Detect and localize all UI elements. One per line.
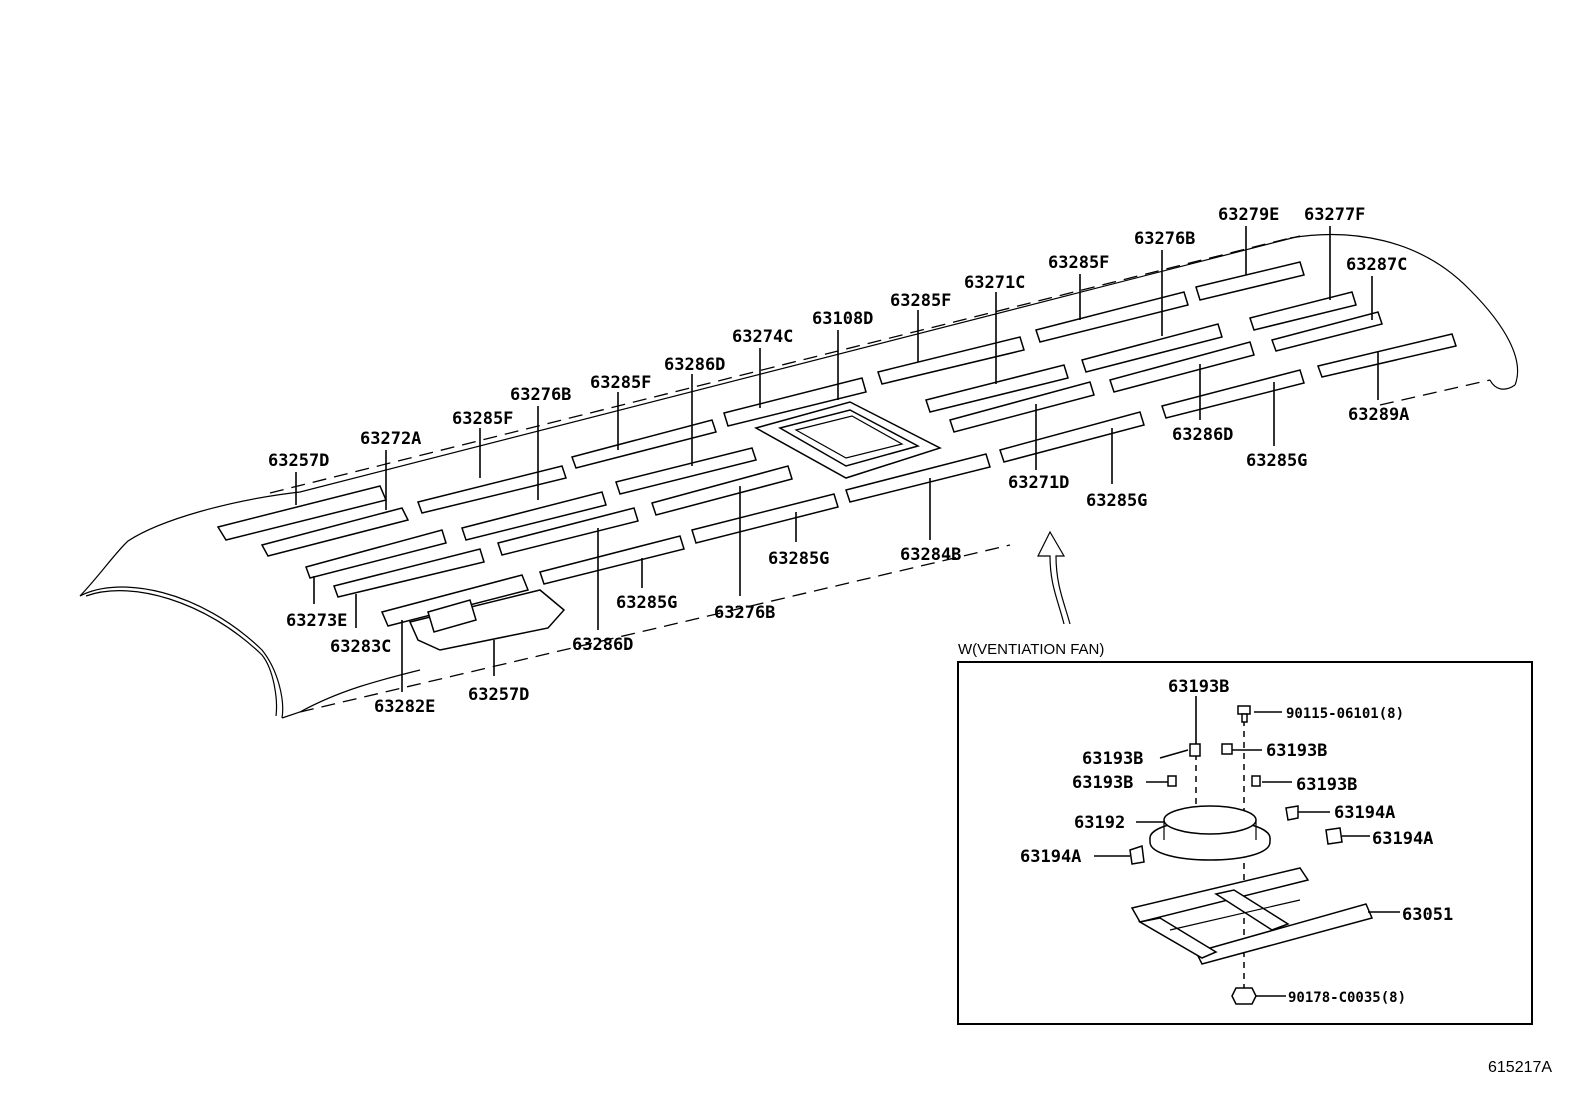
part-63271D — [949, 381, 1095, 433]
part-63285G-2 — [999, 411, 1145, 463]
label-63193B: 63193B — [1168, 677, 1229, 697]
clip-icon — [1251, 775, 1261, 787]
label-63257D: 63257D — [268, 451, 329, 471]
label-63285F: 63285F — [452, 409, 513, 429]
part-63272A — [260, 507, 410, 557]
label-90115-06101: 90115-06101(8) — [1286, 706, 1404, 722]
part-63276B-1 — [461, 491, 607, 541]
label-63285G: 63285G — [1246, 451, 1307, 471]
frame-63051 — [1130, 867, 1374, 965]
label-63285F: 63285F — [1048, 253, 1109, 273]
part-63289A — [1317, 333, 1457, 378]
label-63283C: 63283C — [330, 637, 391, 657]
direction-arrow-icon — [1037, 530, 1071, 625]
part-labels: 63257D 63272A 63285F 63276B 63285F 63286… — [268, 205, 1409, 717]
label-63051: 63051 — [1402, 905, 1453, 925]
part-63285G-3 — [691, 493, 839, 544]
label-63287C: 63287C — [1346, 255, 1407, 275]
label-63194A: 63194A — [1372, 829, 1433, 849]
label-63192: 63192 — [1074, 813, 1125, 833]
inset-title: W(VENTIATION FAN) — [958, 641, 1104, 658]
part-63285F-1 — [417, 465, 567, 514]
part-63286D-2 — [497, 507, 639, 556]
part-63276B-2 — [1081, 323, 1223, 373]
roof-reinforcement-parts — [216, 261, 1457, 651]
label-63273E: 63273E — [286, 611, 347, 631]
part-63285F-2 — [571, 419, 717, 469]
part-63283C — [333, 548, 485, 598]
label-63193B: 63193B — [1296, 775, 1357, 795]
part-63271C — [925, 364, 1069, 413]
clip-icon — [1221, 743, 1233, 755]
part-63277F — [1249, 291, 1357, 331]
label-63194A: 63194A — [1020, 847, 1081, 867]
roof-panel-outline — [79, 233, 1519, 719]
label-63274C: 63274C — [732, 327, 793, 347]
inset-frame — [957, 661, 1533, 1025]
bracket-icon — [1129, 844, 1145, 865]
label-63277F: 63277F — [1304, 205, 1365, 225]
label-63285G: 63285G — [1086, 491, 1147, 511]
part-63284B — [845, 453, 991, 503]
part-63285G-1 — [1161, 369, 1305, 419]
label-63285G: 63285G — [768, 549, 829, 569]
label-63108D: 63108D — [812, 309, 873, 329]
label-63285F: 63285F — [590, 373, 651, 393]
fan-ring-63192 — [1149, 805, 1271, 861]
ventilation-fan-inset: W(VENTIATION FAN) — [957, 641, 1533, 1025]
part-63286D-3 — [1109, 341, 1255, 393]
label-63286D: 63286D — [1172, 425, 1233, 445]
bracket-icon — [1285, 805, 1299, 821]
part-63286D-1 — [615, 447, 757, 495]
part-63282E — [380, 574, 530, 627]
bracket-icon — [1325, 827, 1343, 845]
part-63279E — [1195, 261, 1305, 301]
label-63257D: 63257D — [468, 685, 529, 705]
screw-icon — [1237, 705, 1251, 723]
label-63271D: 63271D — [1008, 473, 1069, 493]
label-63271C: 63271C — [964, 273, 1025, 293]
label-63279E: 63279E — [1218, 205, 1279, 225]
label-63193B: 63193B — [1072, 773, 1133, 793]
part-63257D-rear — [408, 589, 566, 651]
label-63285G: 63285G — [616, 593, 677, 613]
leader-lines — [295, 226, 1379, 692]
label-63286D: 63286D — [664, 355, 725, 375]
label-63193B: 63193B — [1082, 749, 1143, 769]
nut-icon — [1231, 987, 1257, 1005]
part-63285F-4 — [1035, 291, 1189, 343]
part-63273E — [305, 529, 447, 579]
label-63286D: 63286D — [572, 635, 633, 655]
label-63194A: 63194A — [1334, 803, 1395, 823]
label-63284B: 63284B — [900, 545, 961, 565]
part-63276B-3 — [651, 465, 793, 516]
label-63276B: 63276B — [714, 603, 775, 623]
label-90178-C0035: 90178-C0035(8) — [1288, 990, 1406, 1006]
reference-code: 615217A — [1488, 1059, 1552, 1076]
part-63285F-3 — [877, 336, 1025, 385]
clip-icon — [1167, 775, 1177, 787]
part-63274C — [723, 377, 867, 427]
label-63276B: 63276B — [510, 385, 571, 405]
label-63285F: 63285F — [890, 291, 951, 311]
part-63285G-4 — [539, 535, 685, 585]
label-63276B: 63276B — [1134, 229, 1195, 249]
label-63272A: 63272A — [360, 429, 421, 449]
clip-icon — [1189, 743, 1201, 757]
label-63193B: 63193B — [1266, 741, 1327, 761]
label-63289A: 63289A — [1348, 405, 1409, 425]
label-63282E: 63282E — [374, 697, 435, 717]
part-63287C — [1271, 311, 1383, 352]
